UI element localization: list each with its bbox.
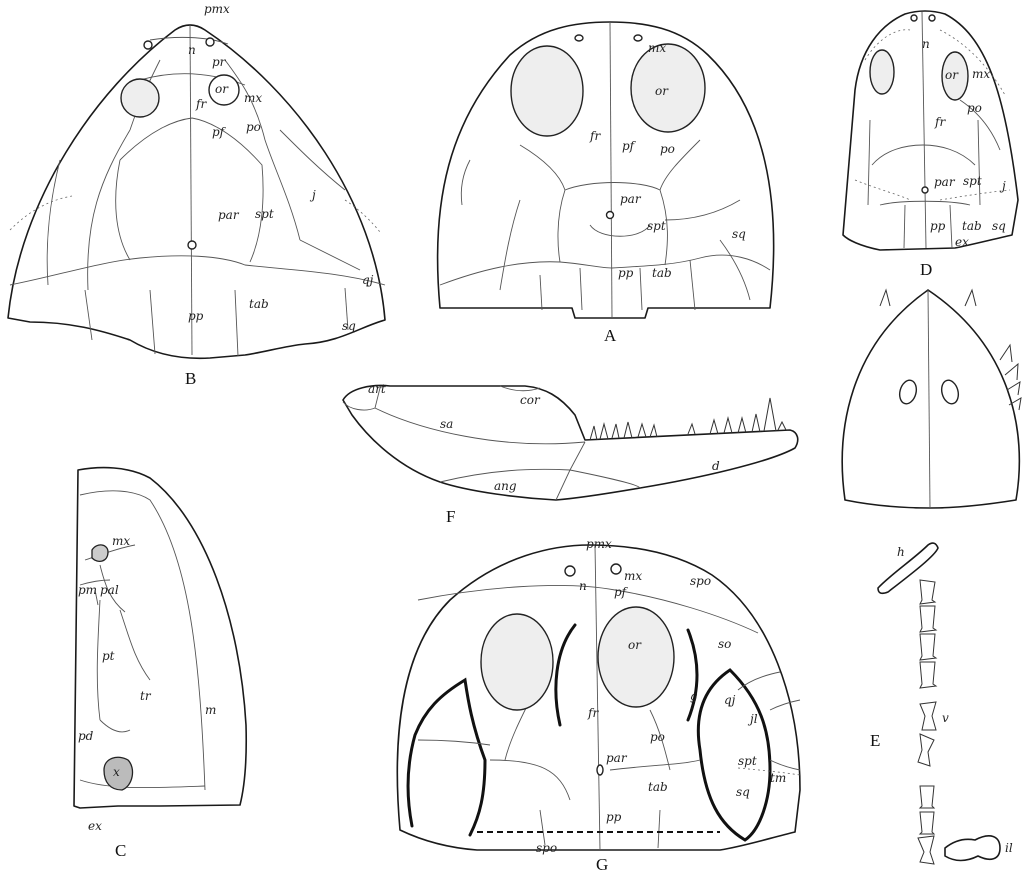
label-c-mx: mx — [112, 534, 130, 548]
label-d-pp: pp — [930, 219, 946, 233]
label-a-or: or — [655, 84, 669, 98]
figure-b-labels: pmx n pr or fr mx pf po par spt j qj tab… — [185, 2, 374, 388]
label-d-par: par — [934, 175, 956, 189]
figure-a-skull-roof — [438, 22, 774, 318]
label-d-tab: tab — [962, 219, 982, 233]
figure-f-lower-jaw — [343, 386, 798, 500]
caption-d: D — [920, 260, 932, 279]
label-a-tab: tab — [652, 266, 672, 280]
label-g-par: par — [606, 751, 628, 765]
label-g-pp: pp — [606, 810, 622, 824]
label-b-pp: pp — [188, 309, 204, 323]
label-g-tm: tm — [770, 771, 786, 785]
label-c-m: m — [205, 703, 216, 717]
figure-f-labels: art cor sa d ang F — [368, 382, 720, 526]
label-b-par: par — [218, 208, 240, 222]
label-d-sq: sq — [992, 219, 1006, 233]
label-c-pt: pt — [102, 649, 115, 663]
label-b-pf: pf — [212, 125, 227, 139]
label-b-pmx: pmx — [204, 2, 230, 16]
label-g-po: po — [650, 730, 665, 744]
caption-a: A — [604, 326, 617, 345]
label-d-n: n — [922, 37, 930, 51]
label-d-po: po — [967, 101, 982, 115]
label-b-j: j — [309, 188, 316, 202]
label-a-po: po — [660, 142, 675, 156]
label-c-pd: pd — [78, 729, 94, 743]
label-d-fr: fr — [934, 115, 946, 129]
label-e-il: il — [1005, 841, 1013, 855]
label-f-cor: cor — [520, 393, 541, 407]
label-g-spt: spt — [738, 754, 757, 768]
label-e-v: v — [942, 711, 949, 725]
label-a-pp: pp — [618, 266, 634, 280]
label-g-pmx: pmx — [586, 537, 612, 551]
label-b-n: n — [188, 43, 196, 57]
label-c-pm: pm — [78, 583, 97, 597]
label-g-sq: sq — [736, 785, 750, 799]
label-c-tr: tr — [140, 689, 152, 703]
caption-e: E — [870, 731, 880, 750]
label-g-mx: mx — [624, 569, 642, 583]
label-b-sq: sq — [342, 319, 356, 333]
label-b-qj: qj — [362, 273, 374, 287]
label-f-ang: ang — [494, 479, 517, 493]
label-g-g: g — [690, 689, 698, 703]
label-b-spt: spt — [255, 207, 274, 221]
figure-g-labels: pmx n mx spo pf or so fr g qj jl po par … — [536, 537, 786, 874]
label-g-so: so — [718, 637, 731, 651]
label-f-sa: sa — [440, 417, 453, 431]
caption-c: C — [115, 841, 126, 860]
label-d-or: or — [945, 68, 959, 82]
label-a-mx: mx — [648, 41, 666, 55]
label-g-fr: fr — [587, 706, 599, 720]
label-b-mx: mx — [244, 91, 262, 105]
label-g-tab: tab — [648, 780, 668, 794]
label-c-ex: ex — [88, 819, 102, 833]
label-b-or: or — [215, 82, 229, 96]
label-a-sq: sq — [732, 227, 746, 241]
label-g-jl: jl — [747, 712, 758, 726]
figure-d-skull-roof — [843, 11, 1018, 250]
label-a-fr: fr — [589, 129, 601, 143]
caption-f: F — [446, 507, 455, 526]
label-d-ex: ex — [955, 235, 969, 249]
label-g-or: or — [628, 638, 642, 652]
figure-e-labels: h v il E — [870, 545, 1013, 855]
label-f-art: art — [368, 382, 386, 396]
label-b-pr: pr — [212, 55, 227, 69]
label-d-spt: spt — [963, 174, 982, 188]
label-b-tab: tab — [249, 297, 269, 311]
label-a-par: par — [620, 192, 642, 206]
label-a-pf: pf — [622, 139, 637, 153]
figure-g-skull-roof — [397, 545, 800, 850]
caption-b: B — [185, 369, 196, 388]
label-g-spo-upper: spo — [690, 574, 711, 588]
label-c-x: x — [113, 765, 120, 779]
label-c-pal: pal — [100, 583, 119, 597]
label-b-po: po — [246, 120, 261, 134]
figure-e-skeleton — [842, 290, 1021, 864]
label-b-fr: fr — [195, 97, 207, 111]
figure-c-labels: mx pm pal pt tr m pd x ex C — [78, 534, 216, 860]
figure-a-labels: mx or fr pf po par spt sq pp tab A — [589, 41, 746, 345]
label-g-n: n — [579, 579, 587, 593]
caption-g: G — [596, 855, 608, 874]
label-d-mx: mx — [972, 67, 990, 81]
label-e-h: h — [897, 545, 905, 559]
label-a-spt: spt — [647, 219, 666, 233]
label-f-d: d — [712, 459, 720, 473]
label-g-spo-lower: spo — [536, 841, 557, 855]
figure-c-palate — [74, 468, 246, 808]
label-g-qj: qj — [724, 693, 736, 707]
